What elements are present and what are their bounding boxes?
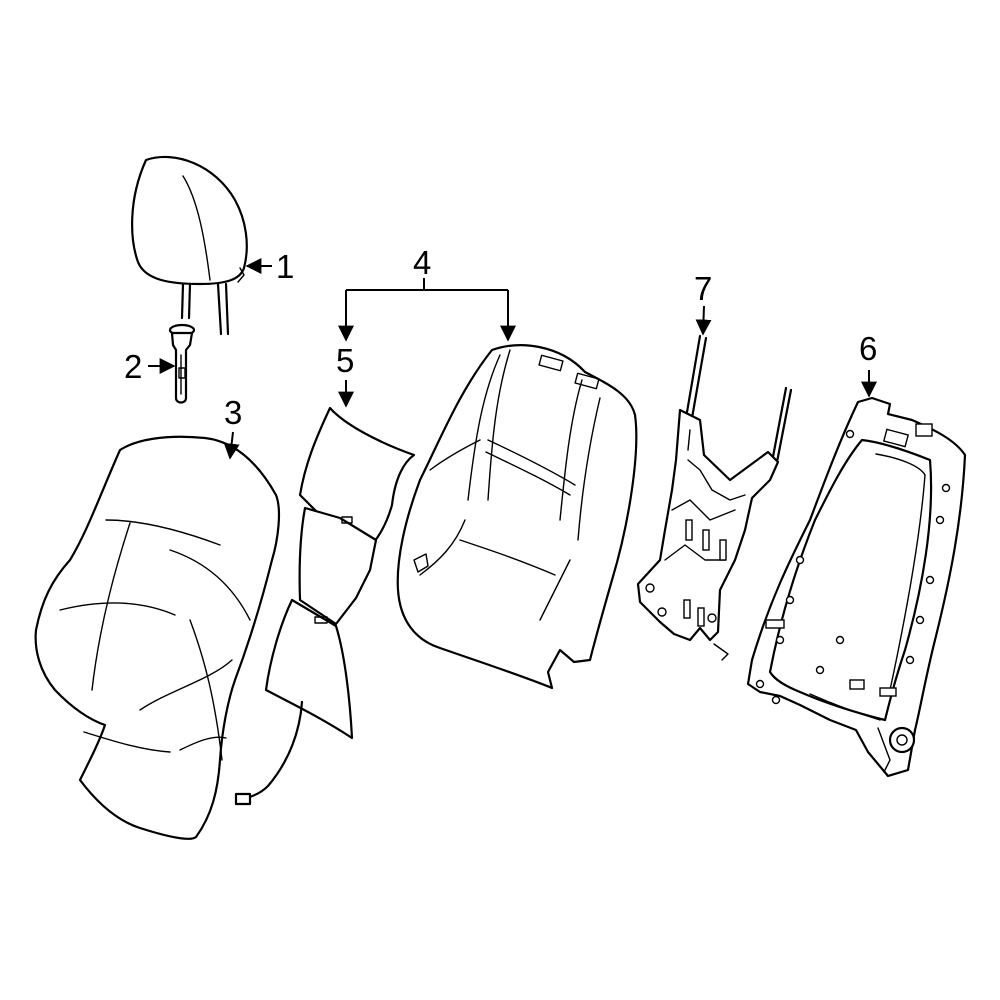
lumbar-support-part[interactable] [636,334,793,661]
headrest-guide-part[interactable] [168,323,196,404]
callout-1-label: 1 [276,248,294,285]
seat-back-cover-part[interactable] [34,435,281,840]
callout-5-label: 5 [336,342,354,379]
seat-back-assembly-part[interactable] [396,344,638,690]
callout-7: 7 [694,270,712,336]
callout-6: 6 [859,330,877,398]
seat-heater-pad-part[interactable] [234,406,416,806]
callout-4: 4 [338,244,516,342]
callout-3: 3 [223,394,242,460]
callout-2: 2 [124,348,176,385]
callout-7-label: 7 [694,270,712,307]
headrest-part[interactable] [131,155,248,336]
callout-1: 1 [245,248,294,285]
seat-back-frame-part[interactable] [746,396,967,778]
callout-6-label: 6 [859,330,877,367]
callout-3-label: 3 [224,394,242,431]
callout-5: 5 [336,342,354,408]
callout-4-label: 4 [413,244,431,281]
callout-2-label: 2 [124,348,142,385]
